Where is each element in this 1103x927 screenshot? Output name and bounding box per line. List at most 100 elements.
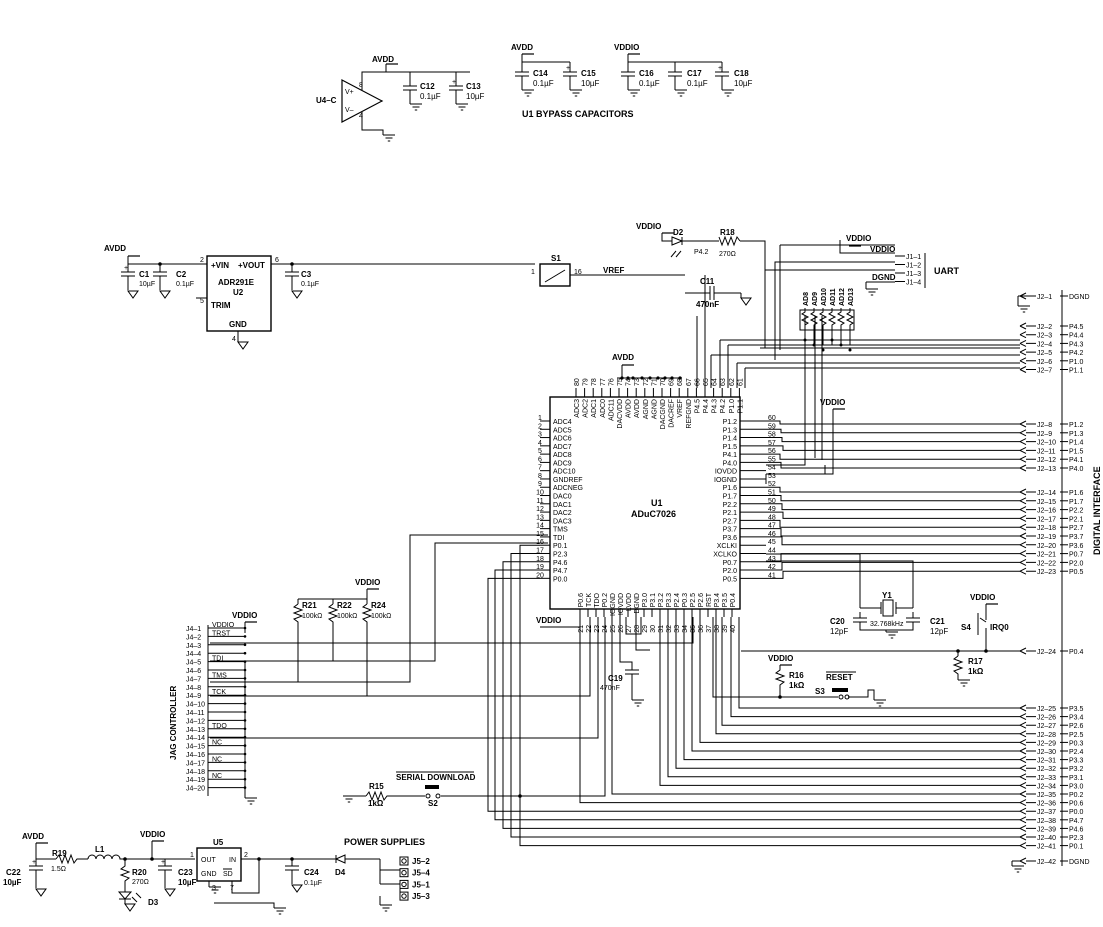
u1-pin-name: AVDD: [634, 399, 641, 418]
u5-sd: SD: [223, 871, 233, 878]
c11-val: 470nF: [696, 300, 719, 309]
j5-pin: J5–4: [412, 869, 430, 878]
u1-pin-num: 5: [538, 448, 542, 455]
u1-pin-name: P2.6: [698, 593, 705, 608]
c19-ref: C19: [608, 674, 623, 683]
j4-net: TCK: [212, 689, 226, 696]
j4-net: VDDIO: [212, 622, 235, 629]
j2-pin: J2–16: [1037, 508, 1056, 515]
u1-pin-name: DACVDD: [617, 399, 624, 429]
u2-vout: +VOUT: [238, 261, 265, 270]
s4-ref: S4: [961, 623, 971, 632]
j2-net: P1.7: [1069, 499, 1084, 506]
u1-pin-name: P1.6: [723, 485, 738, 492]
s4-irq0[interactable]: VDDIO S4 IRQ0 R17 1kΩ: [741, 593, 1020, 687]
digital-interface-title: DIGITAL INTERFACE: [1092, 466, 1102, 555]
j2-pin: J2–39: [1037, 826, 1056, 833]
j4-net: TMS: [212, 672, 227, 679]
c22-ref: C22: [6, 868, 21, 877]
u1-top-pins: ADC380ADC279ADC178ADC077ADC1176DACVDD75A…: [574, 376, 744, 429]
j2-net: P4.1: [1069, 457, 1084, 464]
u1-pin-num: 31: [658, 625, 665, 633]
c12-val: 0.1µF: [420, 92, 441, 101]
c17-val: 0.1µF: [687, 79, 708, 88]
u1-pin-num: 19: [536, 564, 544, 571]
j2-net: P0.4: [1069, 649, 1084, 656]
u1-pin-name: ADC8: [553, 452, 572, 459]
u2-reference: +VIN +VOUT ADR291E U2 TRIM GND 2 6 5 4 A…: [104, 244, 535, 350]
svg-text:+: +: [452, 79, 456, 86]
j4-pin: J4–9: [186, 693, 201, 700]
serial-download-s2[interactable]: SERIAL DOWNLOAD R15 1kΩ S2: [342, 617, 606, 808]
d4-ref: D4: [335, 868, 346, 877]
c3-val: 0.1µF: [301, 281, 319, 288]
r15-ref: R15: [369, 782, 384, 791]
u1-pin-num: 30: [650, 625, 657, 633]
u2-p-vout: 6: [275, 257, 279, 264]
u1-pin-name: ADC9: [553, 460, 572, 467]
j2-pin: J2–4: [1037, 341, 1052, 348]
ps-vddio: VDDIO: [140, 830, 165, 839]
reset-s3[interactable]: VDDIO R16 1kΩ S3 RESET: [712, 617, 887, 707]
r18-val: 270Ω: [719, 251, 736, 258]
u1-pin-name: P2.7: [723, 518, 738, 525]
r17-val: 1kΩ: [968, 667, 984, 676]
ad-label: AD12: [839, 288, 846, 306]
u1-pin-name: P1.5: [723, 444, 738, 451]
c16-ref: C16: [639, 69, 654, 78]
u1-chip: U1 ADuC7026 ADC41ADC52ADC63ADC74ADC85ADC…: [536, 353, 776, 633]
u1-pin-num: 18: [536, 556, 544, 563]
bypass-avdd-label: AVDD: [511, 43, 533, 52]
j4-pin: J4–12: [186, 718, 205, 725]
c24-val: 0.1µF: [304, 880, 322, 887]
s1-ref: S1: [551, 254, 561, 263]
j4-pin: J4–14: [186, 735, 205, 742]
j2-pin: J2–21: [1037, 552, 1056, 559]
r22-ref: R22: [337, 601, 352, 610]
u1-pin-name: ADC5: [553, 427, 572, 434]
c1-ref: C1: [139, 270, 150, 279]
u1-pin-num: 32: [666, 625, 673, 633]
j2-pin: J2–9: [1037, 431, 1052, 438]
j2-pin: J2–34: [1037, 783, 1056, 790]
j2-pin: J2–14: [1037, 490, 1056, 497]
u1-pin-num: 75: [617, 378, 624, 386]
u1-pin-num: 72: [643, 378, 650, 386]
vref-net: VREF: [603, 266, 624, 275]
j2-net: P3.4: [1069, 715, 1084, 722]
r18-ref: R18: [720, 228, 735, 237]
u1-pin-num: 42: [768, 564, 776, 571]
u1-pin-num: 49: [768, 506, 776, 513]
c17-ref: C17: [687, 69, 702, 78]
u1-pin-num: 56: [768, 448, 776, 455]
j2-net: P1.0: [1069, 359, 1084, 366]
u1-pin-name: DACGND: [660, 399, 667, 429]
u1-pin-num: 73: [634, 378, 641, 386]
u1-pin-name: ADC11: [608, 399, 615, 421]
j4-net: NC: [212, 756, 222, 763]
u1-pin-name: P0.5: [723, 576, 738, 583]
u2-p-trim: 5: [200, 298, 204, 305]
j4-pin: J4–4: [186, 651, 201, 658]
j4-pin: J4–11: [186, 710, 205, 717]
r24-ref: R24: [371, 601, 386, 610]
u1-pin-name: IOGND: [610, 593, 617, 616]
j2-pin: J2–41: [1037, 844, 1056, 851]
j4-pin: J4–6: [186, 668, 201, 675]
u1-pin-num: 6: [538, 456, 542, 463]
c1-val: 10µF: [139, 281, 155, 288]
j2-pin: J2–7: [1037, 368, 1052, 375]
j2-net: P3.3: [1069, 758, 1084, 765]
u1-pin-name: P2.1: [723, 510, 738, 517]
bypass-avdd: AVDD + C14 0.1µF C15 10µF: [511, 43, 600, 97]
u1-pin-name: P4.7: [553, 568, 568, 575]
c20-val: 12pF: [830, 627, 848, 636]
j2-pin: J2–32: [1037, 766, 1056, 773]
j4-net: TRST: [212, 630, 231, 637]
r19-ref: R19: [52, 849, 67, 858]
s1-switch[interactable]: S1 1 16 VREF: [531, 254, 685, 287]
u2-vin: +VIN: [211, 261, 229, 270]
j2-pin: J2–30: [1037, 749, 1056, 756]
u1-pin-num: 27: [626, 625, 633, 633]
